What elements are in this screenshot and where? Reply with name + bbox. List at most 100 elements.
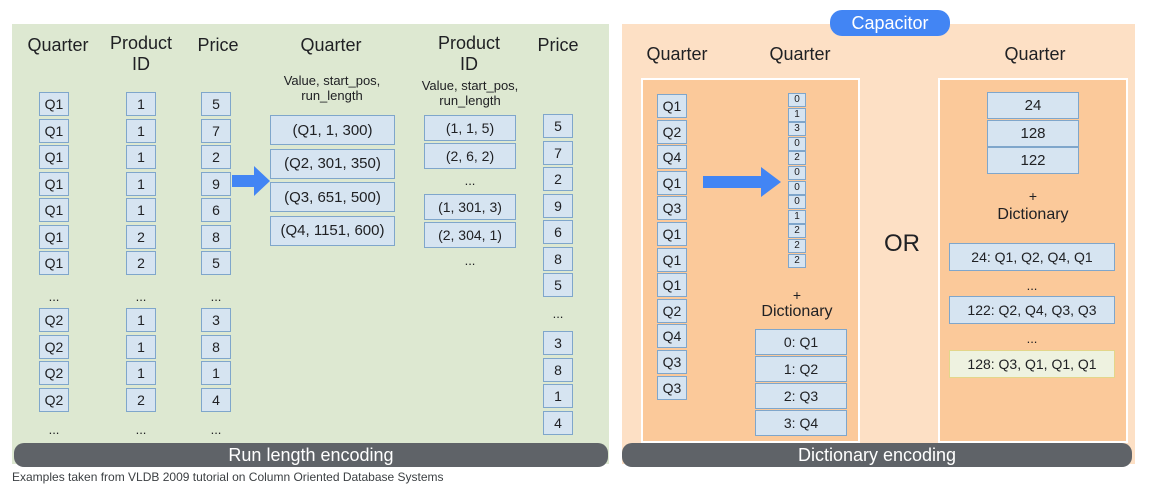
header-quarter: Quarter <box>27 35 89 55</box>
code-cell: 2 <box>788 253 806 268</box>
product-id-cell: 1 <box>126 118 156 143</box>
product-id-cell: 1 <box>126 145 156 169</box>
capacitor-badge: Capacitor <box>830 10 950 36</box>
rle-footer-bar: Run length encoding <box>14 443 608 467</box>
product-id-cell: 1 <box>126 198 156 222</box>
dictionary-entry: 1: Q2 <box>755 356 847 382</box>
header-product-id-encoded: Product ID <box>437 33 501 74</box>
ellipsis: ... <box>210 289 222 304</box>
price-cell: 2 <box>201 145 231 169</box>
price-output-cell: 6 <box>543 220 573 244</box>
code-cell: 0 <box>788 195 806 210</box>
code-cell: 2 <box>788 239 806 253</box>
pattern-code-cell: 24 <box>987 92 1079 119</box>
quarter-run-cell: (Q3, 651, 500) <box>270 182 395 212</box>
header-price-output: Price <box>537 35 579 55</box>
ellipsis: ... <box>464 253 476 268</box>
product-id-cell: 2 <box>126 251 156 275</box>
quarter-cell: Q1 <box>39 145 69 169</box>
quarter-run-cell: (Q1, 1, 300) <box>270 115 395 145</box>
dict-quarter-cell: Q2 <box>657 119 687 144</box>
code-cell: 0 <box>788 180 806 195</box>
quarter-cell: Q2 <box>39 334 69 359</box>
price-cell: 1 <box>201 361 231 385</box>
dictionary-label-2: Dictionary <box>997 206 1069 223</box>
product-id-cell: 1 <box>126 334 156 359</box>
arrow-right-icon <box>232 166 270 196</box>
product-run-cell: (1, 301, 3) <box>424 194 516 220</box>
price-output-cell: 8 <box>543 246 573 271</box>
product-id-cell: 1 <box>126 308 156 332</box>
pattern-code-cell: 122 <box>987 147 1079 174</box>
code-cell: 2 <box>788 151 806 166</box>
code-cell: 0 <box>788 93 806 107</box>
price-cell: 8 <box>201 224 231 249</box>
header-dict-quarter-pattern: Quarter <box>1004 44 1066 64</box>
dictionary-label: Dictionary <box>761 303 833 320</box>
product-run-cell: (2, 6, 2) <box>424 143 516 169</box>
price-output-cell: 9 <box>543 193 573 218</box>
dict-quarter-cell: Q3 <box>657 375 687 400</box>
plus-sign: + <box>792 287 802 303</box>
quarter-run-cell: (Q4, 1151, 600) <box>270 215 395 246</box>
dict-quarter-cell: Q4 <box>657 324 687 349</box>
product-run-cell: (1, 1, 5) <box>424 115 516 141</box>
ellipsis: ... <box>135 289 147 304</box>
quarter-cell: Q2 <box>39 387 69 412</box>
quarter-cell: Q1 <box>39 92 69 116</box>
dict-quarter-cell: Q3 <box>657 350 687 374</box>
price-cell: 4 <box>201 387 231 412</box>
plus-sign-2: + <box>1028 188 1038 204</box>
dict-quarter-cell: Q1 <box>657 170 687 195</box>
dict-quarter-cell: Q1 <box>657 94 687 118</box>
ellipsis: ... <box>135 422 147 437</box>
code-cell: 3 <box>788 122 806 137</box>
ellipsis: ... <box>48 422 60 437</box>
quarter-cell: Q2 <box>39 361 69 385</box>
pattern-dictionary-entry: 24: Q1, Q2, Q4, Q1 <box>949 243 1115 271</box>
dictionary-entry: 0: Q1 <box>755 329 847 355</box>
subheader-quarter-runs: Value, start_pos, run_length <box>283 73 381 103</box>
quarter-cell: Q1 <box>39 171 69 196</box>
dictionary-entry: 3: Q4 <box>755 410 847 436</box>
price-output-cell: 1 <box>543 384 573 408</box>
price-cell: 5 <box>201 92 231 116</box>
quarter-run-cell: (Q2, 301, 350) <box>270 148 395 179</box>
source-caption: Examples taken from VLDB 2009 tutorial o… <box>12 470 444 484</box>
dict-quarter-cell: Q4 <box>657 145 687 170</box>
arrow-right-icon <box>703 167 781 197</box>
quarter-cell: Q1 <box>39 118 69 143</box>
dictionary-entry: 2: Q3 <box>755 383 847 409</box>
product-id-cell: 1 <box>126 92 156 116</box>
ellipsis: ... <box>210 422 222 437</box>
product-id-cell: 1 <box>126 171 156 196</box>
pattern-dictionary-entry: 122: Q2, Q4, Q3, Q3 <box>949 296 1115 324</box>
header-dict-quarter-codes: Quarter <box>769 44 831 64</box>
product-id-cell: 2 <box>126 387 156 412</box>
header-quarter-encoded: Quarter <box>300 35 362 55</box>
product-id-cell: 1 <box>126 361 156 385</box>
code-cell: 2 <box>788 224 806 239</box>
price-output-cell: 2 <box>543 167 573 191</box>
quarter-cell: Q1 <box>39 198 69 222</box>
dict-quarter-cell: Q1 <box>657 222 687 246</box>
price-cell: 7 <box>201 118 231 143</box>
product-run-cell: (2, 304, 1) <box>424 222 516 248</box>
ellipsis: ... <box>464 173 476 188</box>
dict-quarter-cell: Q3 <box>657 196 687 221</box>
price-cell: 8 <box>201 334 231 359</box>
or-label: OR <box>884 230 920 257</box>
pattern-dictionary-entry: 128: Q3, Q1, Q1, Q1 <box>949 350 1115 378</box>
price-cell: 6 <box>201 198 231 222</box>
code-cell: 1 <box>788 107 806 122</box>
price-cell: 5 <box>201 251 231 275</box>
price-cell: 3 <box>201 308 231 332</box>
ellipsis: ... <box>1026 331 1038 346</box>
quarter-cell: Q2 <box>39 308 69 332</box>
code-cell: 0 <box>788 136 806 151</box>
ellipsis: ... <box>552 306 564 321</box>
code-cell: 1 <box>788 209 806 224</box>
ellipsis: ... <box>1026 278 1038 293</box>
header-dict-quarter: Quarter <box>646 44 708 64</box>
ellipsis: ... <box>48 289 60 304</box>
